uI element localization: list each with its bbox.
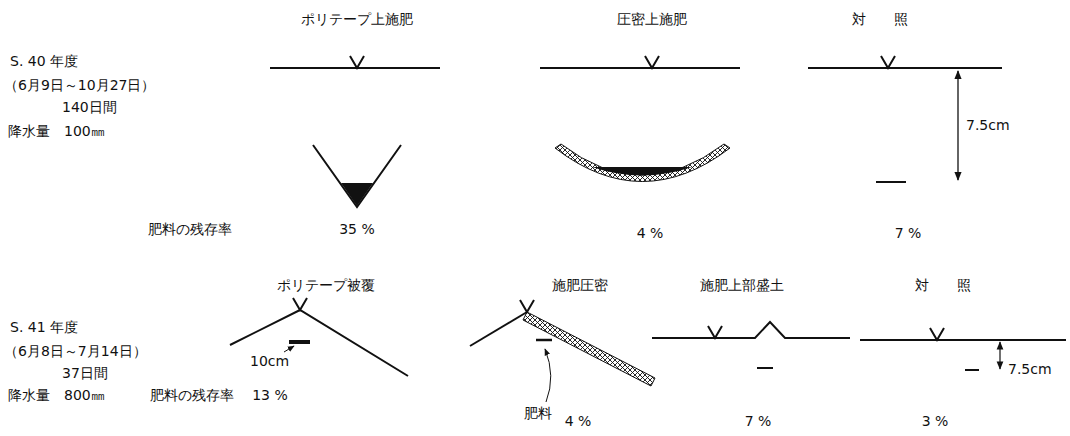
label: 140日間 xyxy=(62,99,117,115)
label: 対 照 xyxy=(852,11,908,27)
plant-symbol xyxy=(350,56,364,68)
polytape-cover xyxy=(230,310,408,376)
plant-symbol xyxy=(645,56,659,68)
label: 施肥上部盛土 xyxy=(700,277,784,293)
plant-symbol xyxy=(520,300,534,312)
depth-arrow xyxy=(957,71,958,180)
label: （6月8日～7月14日） xyxy=(4,343,147,359)
label: 7.5cm xyxy=(966,117,1010,133)
label: 対 照 xyxy=(915,277,971,293)
label: S. 40 年度 xyxy=(10,53,78,69)
label: 7 % xyxy=(895,225,922,241)
fertilizer xyxy=(876,181,906,183)
fertilizer xyxy=(341,183,373,206)
leader-line xyxy=(545,349,551,402)
plant-symbol xyxy=(708,326,722,338)
label: 肥料の残存率 xyxy=(148,221,232,237)
label: ポリテープ被覆 xyxy=(277,277,375,293)
fertilizer xyxy=(289,340,310,344)
plant-symbol xyxy=(293,298,307,310)
label: 7 % xyxy=(745,413,772,429)
ground-line xyxy=(270,67,440,69)
label: 圧密上施肥 xyxy=(617,11,687,27)
label: S. 41 年度 xyxy=(10,319,78,335)
ground-line xyxy=(540,67,740,69)
label: 37日間 xyxy=(62,365,108,381)
label: 35 % xyxy=(339,221,375,237)
polytape-trough xyxy=(313,145,401,207)
label: 7.5cm xyxy=(1008,361,1052,377)
plant-symbol xyxy=(930,328,944,340)
label: 4 % xyxy=(637,225,664,241)
ground-line xyxy=(470,312,527,346)
fertilizer xyxy=(592,167,692,176)
compacted-soil xyxy=(523,312,655,386)
label: 13 % xyxy=(252,387,288,403)
compacted-soil xyxy=(555,144,730,182)
label: ポリテープ上施肥 xyxy=(301,11,413,27)
plant-symbol xyxy=(881,56,895,68)
label: 3 % xyxy=(922,413,949,429)
label: 肥料 xyxy=(524,405,552,421)
label: 降水量 800㎜ xyxy=(8,387,105,403)
fertilizer xyxy=(536,339,552,342)
label: 10cm xyxy=(250,353,289,369)
depth-arrow xyxy=(999,342,1000,369)
ground-with-mound xyxy=(652,322,850,338)
ground-line xyxy=(860,339,1066,341)
leader-line xyxy=(284,346,294,352)
label: 肥料の残存率 xyxy=(150,387,234,403)
label: 降水量 100㎜ xyxy=(8,123,105,139)
fertilizer xyxy=(965,369,979,371)
ground-line xyxy=(808,67,1002,69)
fertilizer xyxy=(757,367,773,369)
label: （6月9日～10月27日） xyxy=(4,77,155,93)
label: 4 % xyxy=(565,413,592,429)
label: 施肥圧密 xyxy=(552,277,608,293)
